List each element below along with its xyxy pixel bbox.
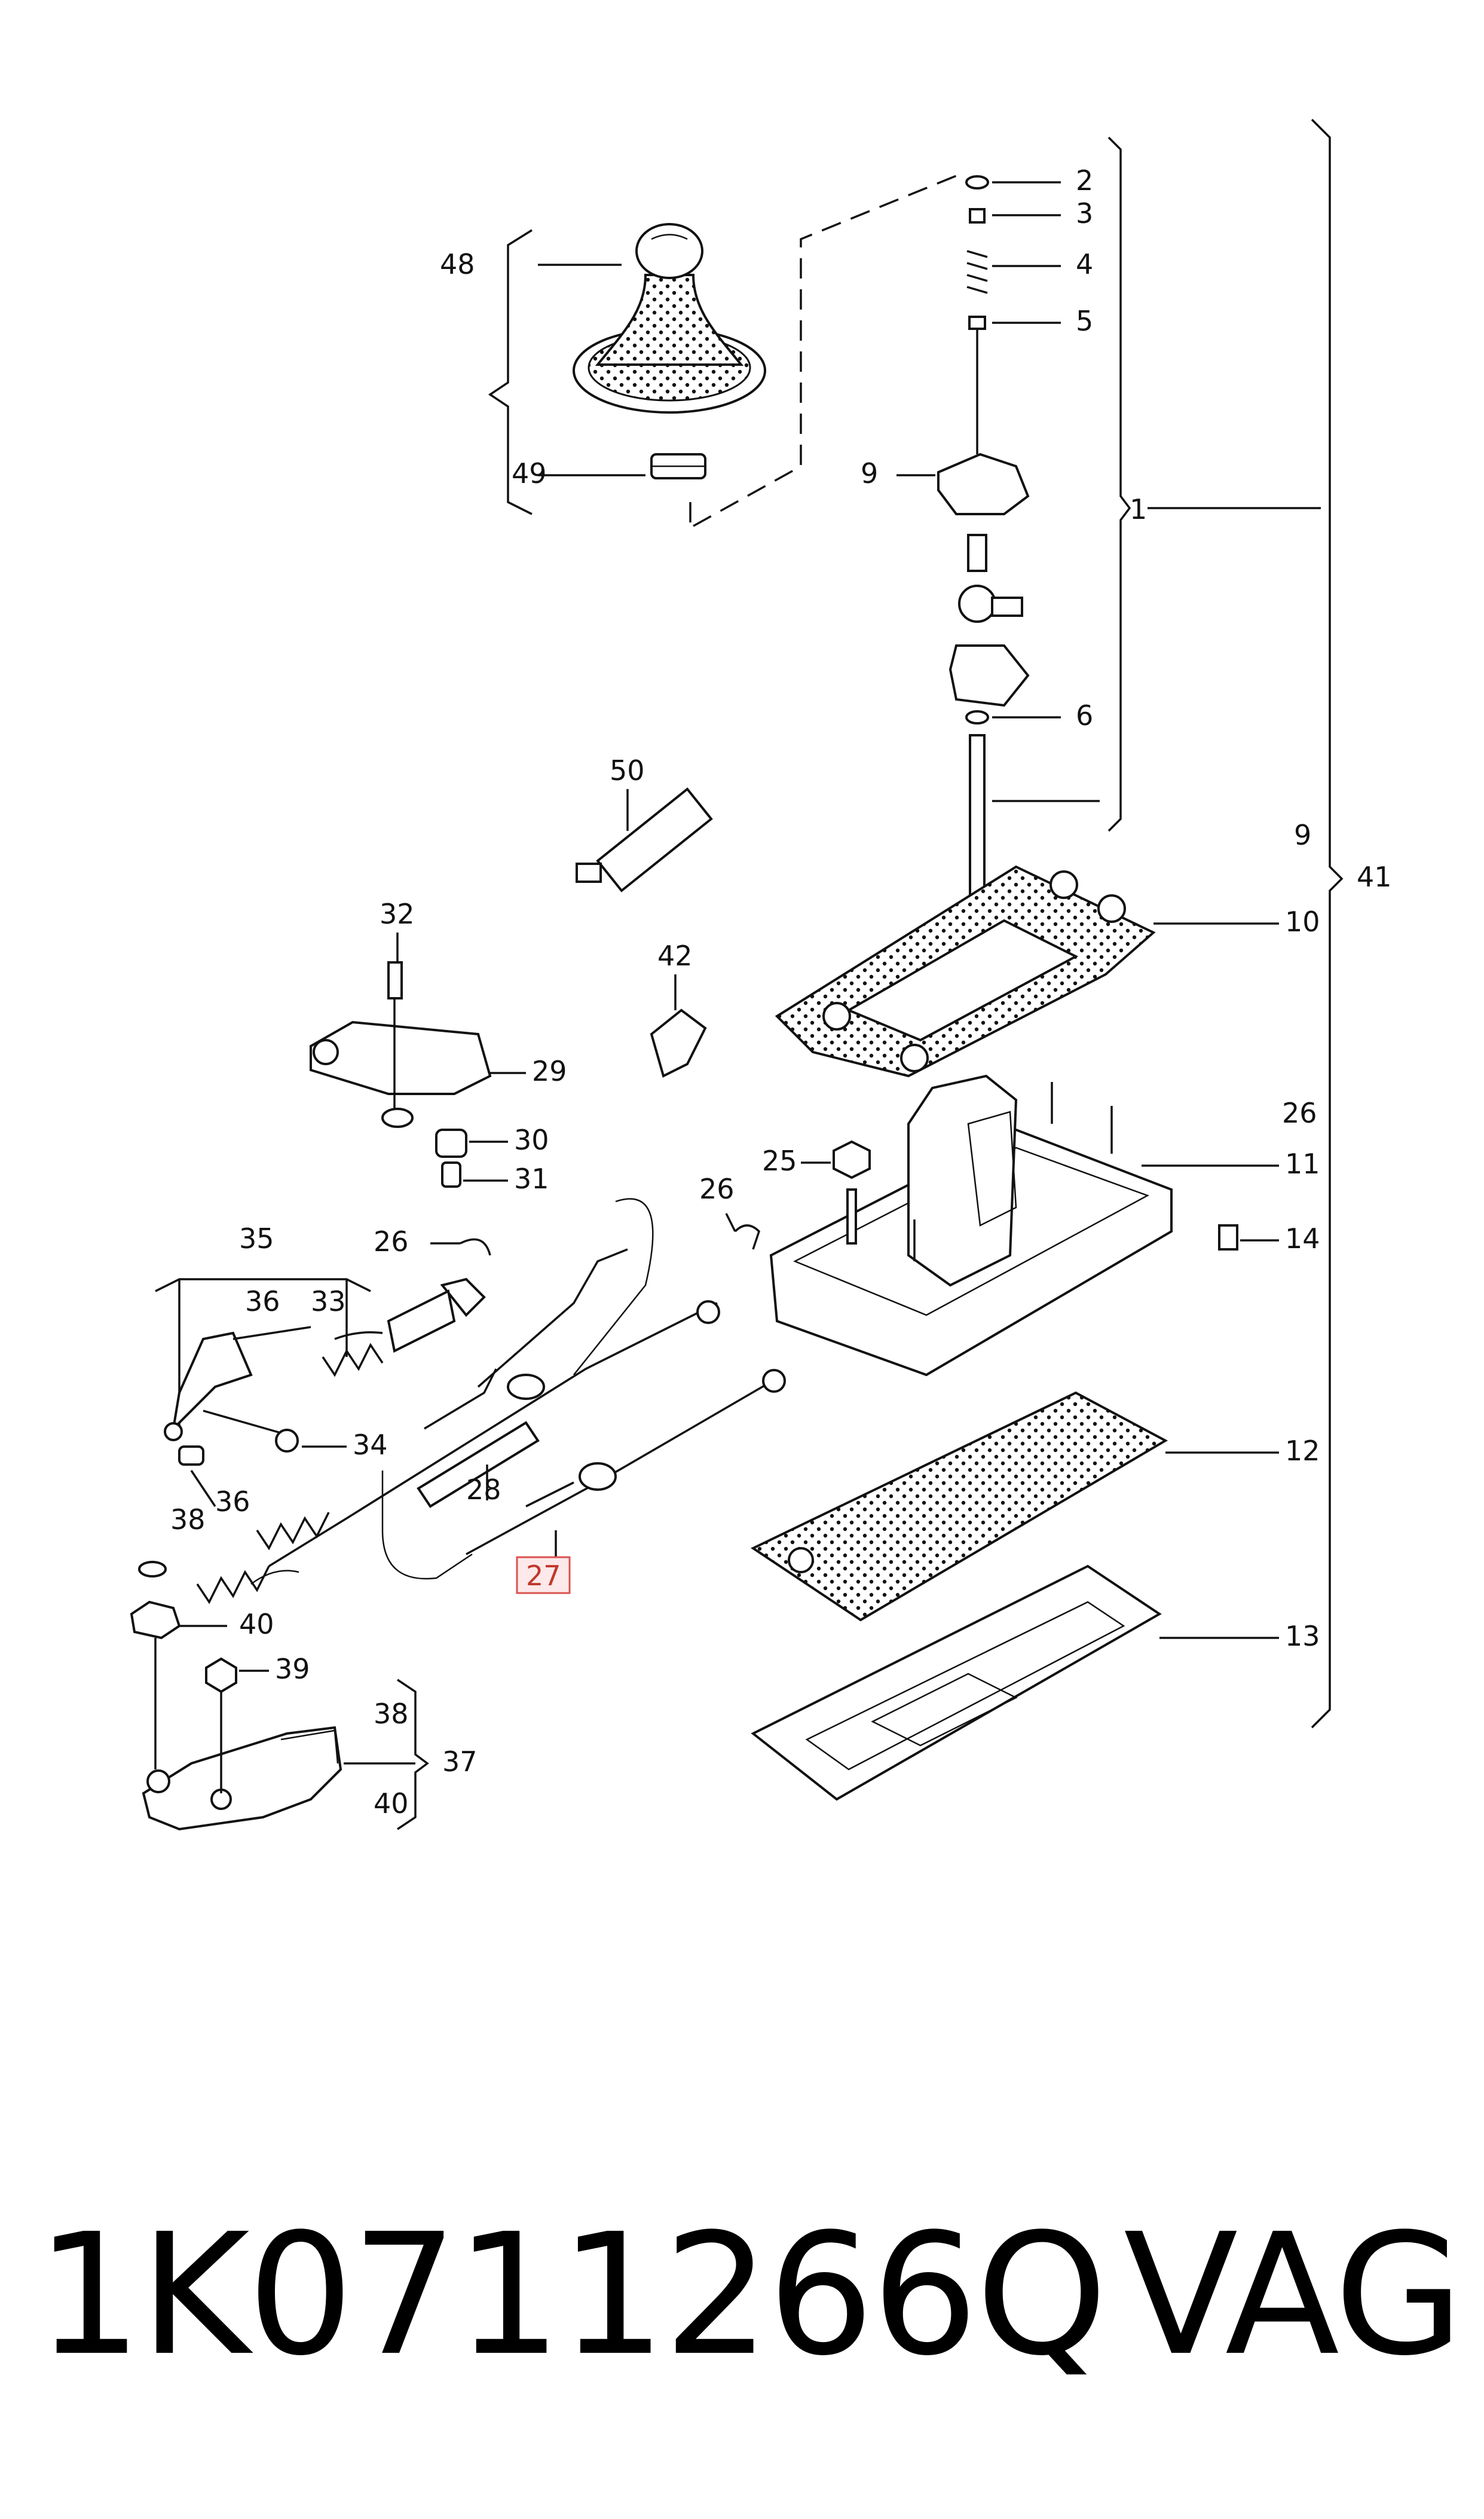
- callout-31: 31: [514, 1163, 549, 1195]
- callout-28: 28: [466, 1474, 501, 1506]
- callout-40-lower: 40: [374, 1787, 409, 1820]
- clip-26: [734, 1224, 761, 1250]
- callout-26-center: 26: [699, 1173, 735, 1205]
- grease-tube-50: [576, 787, 713, 892]
- highlighted-callout-27: 27: [516, 1556, 571, 1594]
- nut-25: [833, 1140, 871, 1245]
- assembly-dash-line: [693, 172, 963, 527]
- part-number: 1K0711266Q: [36, 2198, 1107, 2393]
- callout-2: 2: [1076, 164, 1093, 197]
- gasket-10: [775, 865, 1156, 1078]
- callout-48: 48: [440, 248, 475, 280]
- shift-housing-11: [769, 1074, 1173, 1377]
- callout-34: 34: [353, 1429, 388, 1461]
- callout-41: 41: [1357, 861, 1392, 893]
- lever-35: [172, 1331, 253, 1432]
- callout-29: 29: [532, 1055, 567, 1087]
- callout-26-left: 26: [374, 1225, 409, 1258]
- callout-36-lower: 36: [215, 1485, 250, 1518]
- callout-5: 5: [1076, 305, 1093, 337]
- callout-26-right: 26: [1282, 1097, 1317, 1129]
- callout-50: 50: [610, 754, 645, 787]
- callout-32: 32: [380, 898, 415, 930]
- callout-labels: 2 3 4 5 9 1 6 9 41 10 26 11 14 12 13 48 …: [170, 164, 1392, 1820]
- callout-39: 39: [275, 1653, 310, 1685]
- callout-4: 4: [1076, 248, 1093, 280]
- callout-11: 11: [1285, 1148, 1320, 1180]
- damping-plate-12: [750, 1391, 1168, 1622]
- callout-9-upper: 9: [861, 457, 878, 490]
- callout-9-lower: 9: [1294, 819, 1311, 851]
- clip-14: [1218, 1224, 1238, 1251]
- callout-37: 37: [442, 1745, 478, 1778]
- callout-3: 3: [1076, 197, 1093, 230]
- callout-12: 12: [1285, 1435, 1320, 1467]
- brand-name: VAG: [1124, 2198, 1464, 2393]
- clip-42: [650, 1008, 707, 1078]
- bracket-48: [488, 229, 533, 515]
- seal-frame-13: [751, 1564, 1162, 1801]
- bushing-30: [435, 1129, 467, 1158]
- callout-1: 1: [1130, 493, 1147, 525]
- callout-14: 14: [1285, 1222, 1320, 1255]
- callout-38-lower: 38: [374, 1698, 409, 1730]
- callout-49: 49: [512, 457, 547, 490]
- callout-6: 6: [1076, 699, 1093, 732]
- cable-27: [466, 1369, 786, 1555]
- bushing-31: [441, 1161, 461, 1188]
- callout-33: 33: [311, 1285, 346, 1317]
- callout-38-upper: 38: [170, 1503, 206, 1536]
- callout-42: 42: [657, 940, 693, 972]
- callout-36-upper: 36: [245, 1285, 280, 1317]
- callout-40-upper: 40: [239, 1608, 274, 1640]
- callout-10: 10: [1285, 906, 1320, 938]
- callout-13: 13: [1285, 1620, 1320, 1652]
- selector-lever-37: [142, 1726, 342, 1831]
- callout-30: 30: [514, 1124, 549, 1156]
- bracket-29: [310, 961, 492, 1112]
- gear-knob-boot: [573, 223, 766, 414]
- callout-25: 25: [762, 1145, 797, 1177]
- cable-28: [250, 1300, 720, 1585]
- callout-27: 27: [526, 1560, 561, 1592]
- boot-clip: [650, 453, 706, 479]
- callout-35: 35: [239, 1222, 274, 1255]
- nut-39: [205, 1657, 237, 1693]
